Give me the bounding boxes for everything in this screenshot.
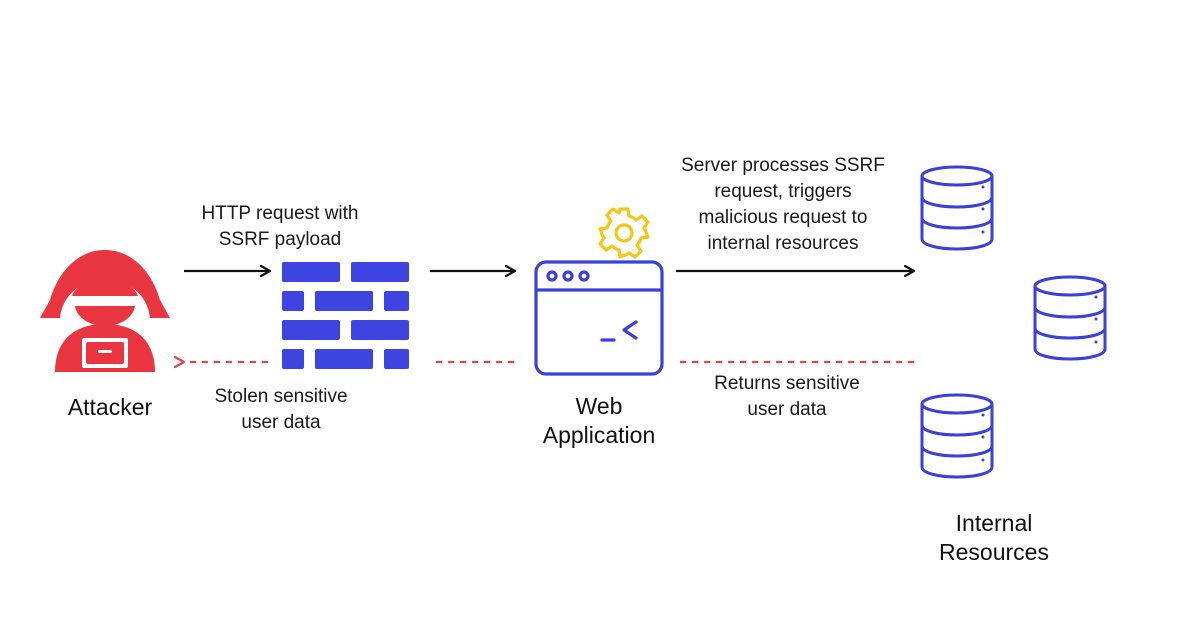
stolen-data-label: Stolen sensitive user data [214,386,348,433]
gear-icon [598,207,650,259]
database-icon [1033,275,1107,361]
database-icon [920,165,994,251]
attacker-label: Attacker [67,394,153,420]
browser-window-icon [534,260,664,376]
http-request-label: HTTP request with SSRF payload [201,203,359,250]
database-icon [920,393,994,479]
server-processes-label: Server processes SSRF request, triggers … [681,155,885,254]
web-application-label: Web Application [542,393,656,448]
hooded-hacker-icon [40,250,170,372]
internal-resources-label: Internal Resources [939,510,1049,565]
returns-data-label: Returns sensitive user data [714,373,860,420]
brick-firewall-icon [282,262,409,369]
